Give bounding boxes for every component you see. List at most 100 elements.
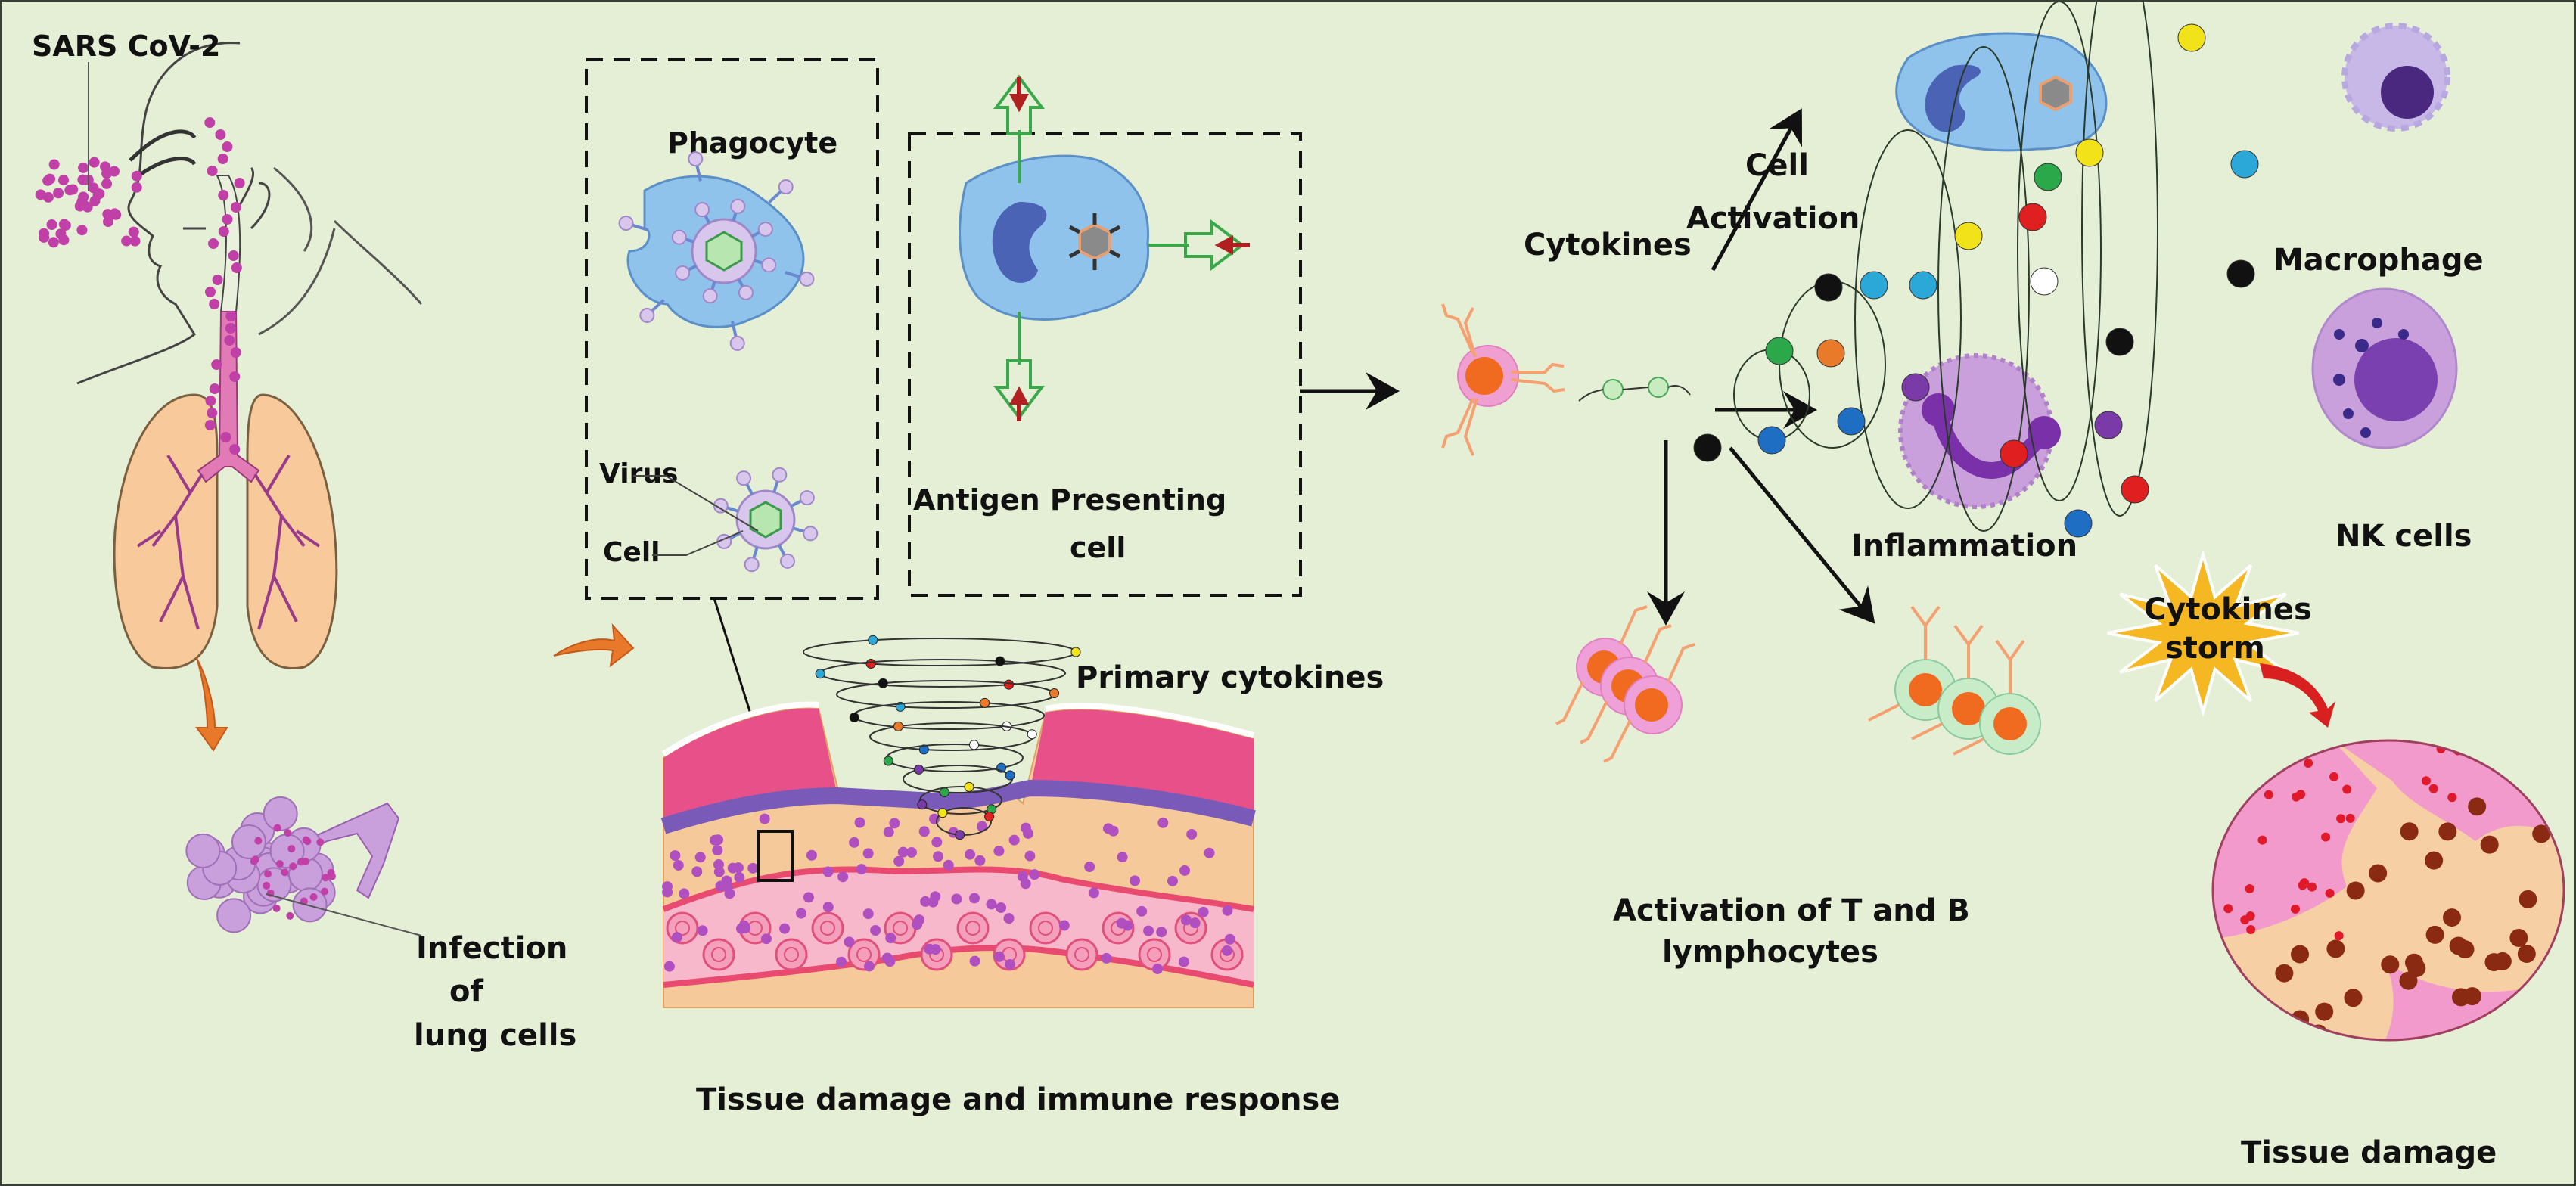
tissue-particle [862, 908, 874, 920]
healthy-cell-nucleus [2296, 790, 2306, 799]
virus-cell-spikes [713, 467, 819, 573]
virus-particle [215, 129, 226, 140]
tissue-particle [1198, 906, 1209, 917]
b-cell-nucleus [1952, 692, 1985, 725]
red-blood-cell-center [856, 947, 872, 962]
virus-particle [225, 323, 236, 334]
healthy-cell-nucleus [2307, 882, 2317, 892]
cytokine-dot [849, 713, 859, 723]
virus-particle [53, 188, 64, 199]
cytokine-dot [984, 812, 995, 822]
receptor-head [799, 271, 815, 287]
red-arrow-to-tissue [2260, 663, 2335, 728]
tissue-particle [889, 818, 900, 829]
cytokine-dot [878, 678, 888, 688]
tissue-particle [881, 952, 893, 964]
tissue-particle [837, 871, 849, 883]
damaged-cell-nucleus [2532, 824, 2551, 843]
leader-line-virus [633, 475, 759, 532]
cytokine-dot [1954, 222, 1983, 250]
tissue-particle [662, 881, 673, 893]
red-blood-cell [1065, 938, 1098, 971]
tissue-particle [870, 924, 881, 936]
label-primary-cytokines: Primary cytokines [1076, 660, 1384, 695]
healthy-cell-nucleus [2298, 880, 2307, 890]
receptor-head [738, 284, 754, 300]
tissue-particle [930, 944, 941, 955]
virus-particle [48, 159, 60, 170]
arrow-cell-activation [1711, 108, 1802, 272]
cytokine-dot [2030, 267, 2059, 296]
cytokine-dot [815, 669, 825, 679]
antibody [1868, 605, 1941, 722]
receptor-head [744, 557, 760, 573]
virus-particle-cloud [35, 117, 245, 455]
red-blood-cell [666, 911, 699, 945]
cytokine-dot [937, 808, 948, 818]
label-tissue-immune-response: Tissue damage and immune response [696, 1082, 1340, 1117]
label-virus: Virus [599, 458, 678, 489]
red-blood-cell-center [893, 921, 908, 936]
receptor-head [772, 467, 788, 483]
virus-particle [327, 868, 335, 877]
tissue-particle [1117, 852, 1128, 863]
virus-particle [297, 858, 305, 866]
virus-particle [58, 234, 70, 246]
tissue-particle [965, 849, 976, 860]
cytokine-dot [2121, 475, 2149, 504]
damaged-cell-nucleus [2468, 797, 2487, 816]
label-infection-1: Infection [416, 931, 567, 966]
tissue-particle [715, 880, 726, 892]
damaged-cell-nucleus [2451, 988, 2470, 1007]
bronchi [197, 311, 260, 483]
healthy-cell-nucleus [2345, 813, 2355, 823]
tissue-particle [709, 834, 720, 846]
tornado-ring [836, 680, 1055, 709]
label-storm-1: Cytokines [2144, 592, 2312, 627]
tissue-particle [893, 855, 905, 867]
tissue-particle [996, 902, 1007, 914]
cytokine-dot [1004, 679, 1015, 690]
bronchial-tree [136, 454, 321, 630]
virus-particle [222, 141, 233, 152]
virus-particle [230, 202, 241, 213]
tissue-particle [920, 896, 931, 907]
red-blood-cell-center [711, 947, 726, 962]
damaged-cell-nucleus [2425, 851, 2444, 870]
tissue-particle [1101, 952, 1112, 964]
tissue-particle [929, 813, 940, 824]
damaged-cell-nucleus [2381, 955, 2400, 974]
tissue-particle [986, 899, 997, 910]
tissue-particle [727, 862, 738, 874]
healthy-cell-nucleus [2325, 888, 2335, 898]
cytokine-dot [1070, 647, 1081, 657]
tissue-particle [697, 925, 708, 936]
virus-particle [46, 219, 57, 231]
tissue-particle [779, 923, 791, 934]
damaged-cell-nucleus [2519, 890, 2537, 908]
damaged-cell-nucleus [2399, 971, 2418, 990]
label-cytokines: Cytokines [1524, 228, 1692, 262]
tissue-particle [1224, 933, 1235, 945]
tissue-particle [862, 848, 874, 859]
receptor-head [736, 470, 752, 486]
virus-particle [273, 824, 281, 832]
virus-particle [303, 837, 312, 846]
phagocyte-receptors [618, 151, 815, 351]
virus-particle [284, 829, 292, 837]
virus-particle [209, 383, 220, 394]
healthy-cell-nucleus [2551, 775, 2561, 784]
tissue-particle [822, 902, 834, 913]
t-cell-receptor [1555, 605, 1648, 725]
virus-particle [121, 235, 132, 247]
tissue-circle-outline [2211, 739, 2565, 1042]
cytokine-dot [2034, 163, 2062, 191]
damaged-cell-nucleus [2495, 1011, 2514, 1030]
virus-particle [207, 166, 218, 176]
virus-particle [76, 225, 88, 236]
damaged-cell-nucleus [2517, 944, 2536, 963]
damaged-cell-nucleus [2223, 964, 2242, 983]
cytokine-releasing-cell [1441, 303, 1691, 456]
cytokine-dot [1693, 433, 1722, 462]
